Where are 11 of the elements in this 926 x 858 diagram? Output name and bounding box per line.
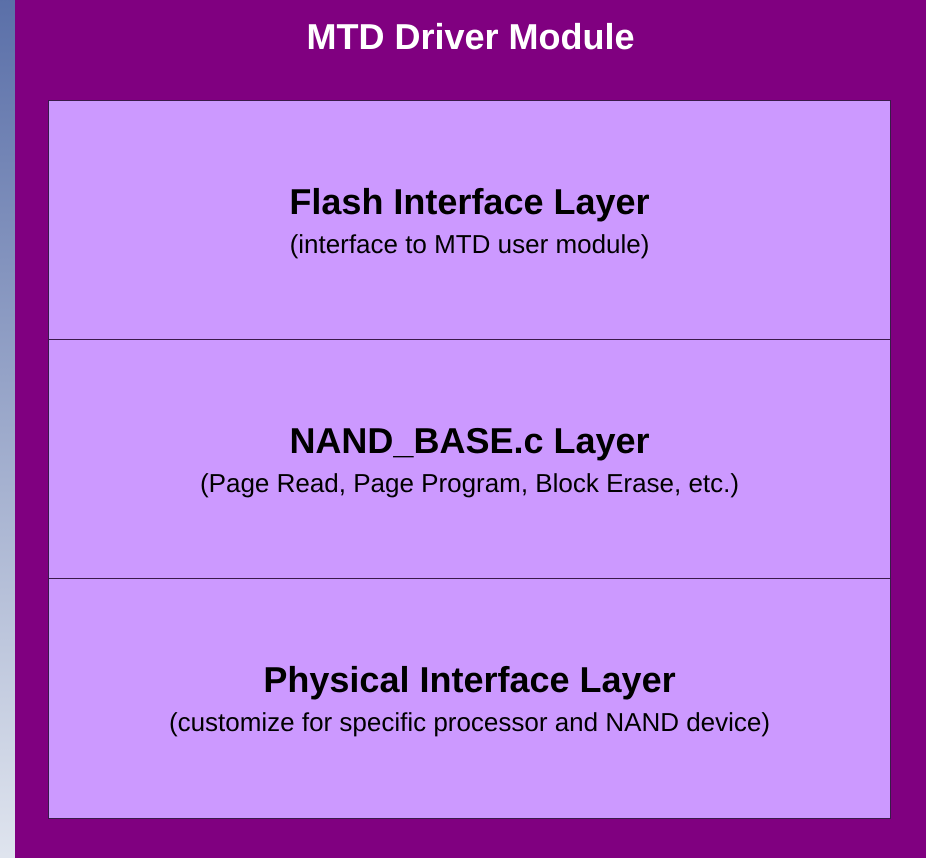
layer-description: (customize for specific processor and NAND device) (168, 707, 770, 738)
layer-description: (Page Read, Page Program, Block Erase, etc.) (200, 468, 740, 498)
module-panel (15, 0, 926, 858)
module-title: MTD Driver Module (306, 16, 635, 58)
layer-title: Physical Interface Layer (263, 659, 676, 701)
layer-description: (interface to MTD user module) (290, 228, 650, 260)
layer-box (48, 339, 891, 579)
layer-title: Flash Interface Layer (289, 180, 650, 222)
layer-box (48, 100, 891, 340)
layer-box (48, 578, 891, 819)
layer-title: NAND_BASE.c Layer (289, 420, 650, 462)
